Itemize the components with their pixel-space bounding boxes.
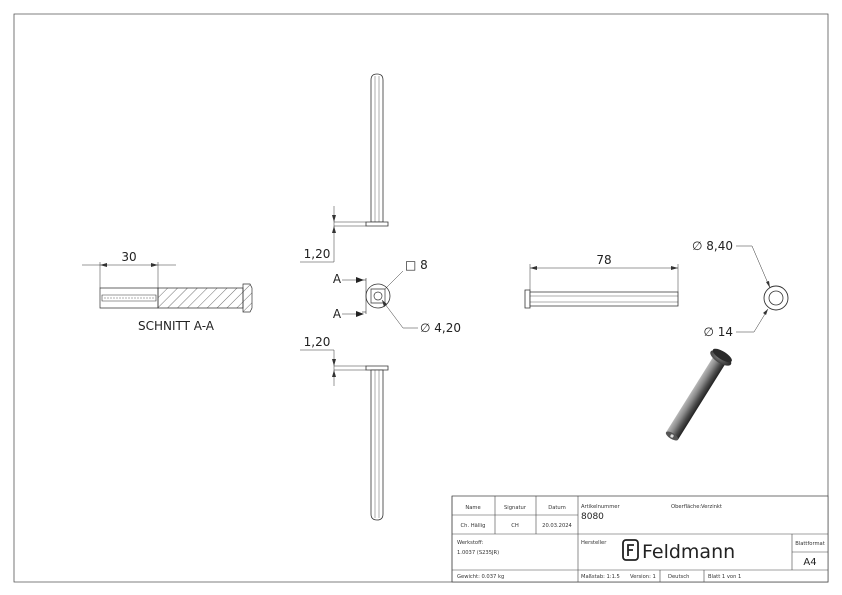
scale: Maßstab: 1:1.5 xyxy=(581,574,620,580)
article-label: Artikelnummer xyxy=(581,504,620,510)
cut-marker-bottom: A xyxy=(333,307,342,321)
version: Version: 1 xyxy=(630,574,656,580)
header-signature: Signatur xyxy=(504,505,527,511)
material-label: Werkstoff: xyxy=(457,540,484,546)
format-value: A4 xyxy=(803,557,816,568)
feldmann-logo: Feldmann xyxy=(623,540,735,563)
drawer-signature: CH xyxy=(511,523,519,529)
end-view: A A □ 8 ∅ 4,20 xyxy=(333,258,461,335)
top-pin-view: 1,20 xyxy=(300,74,388,262)
surface-value: Verzinkt xyxy=(701,504,722,510)
pin-3d-render xyxy=(665,348,732,441)
top-offset-dim: 1,20 xyxy=(304,247,331,261)
bore-dia-dim: ∅ 4,20 xyxy=(420,321,461,335)
drawer-name: Ch. Hällig xyxy=(461,523,486,529)
inner-dia-dim: ∅ 8,40 xyxy=(692,239,733,253)
side-view: 78 xyxy=(525,253,678,308)
header-date: Datum xyxy=(548,505,566,511)
bottom-pin-view: 1,20 xyxy=(300,335,388,520)
cut-marker-top: A xyxy=(333,272,342,286)
sheet-number: Blatt 1 von 1 xyxy=(708,574,741,580)
sheet-border xyxy=(14,14,828,582)
surface-label: Oberfläche: xyxy=(671,504,701,510)
ring-view: ∅ 8,40 ∅ 14 xyxy=(692,239,788,339)
article-number: 8080 xyxy=(581,512,604,522)
material-value: 1.0037 (S235JR) xyxy=(457,550,499,556)
format-label: Blattformat xyxy=(795,541,825,547)
weight: Gewicht: 0.037 kg xyxy=(457,574,504,580)
section-title: SCHNITT A-A xyxy=(138,319,215,333)
outer-dia-dim: ∅ 14 xyxy=(703,325,733,339)
square-size-dim: □ 8 xyxy=(405,258,428,272)
section-view: 30 SCHNITT A-A xyxy=(82,250,252,333)
maker-label: Hersteller xyxy=(581,540,607,546)
total-length-dim: 78 xyxy=(596,253,611,267)
bottom-offset-dim: 1,20 xyxy=(304,335,331,349)
section-length-dim: 30 xyxy=(121,250,136,264)
title-block: Name Signatur Datum Ch. Hällig CH 20.03.… xyxy=(452,496,828,582)
header-name: Name xyxy=(465,505,480,511)
language: Deutsch xyxy=(668,574,689,580)
logo-wordmark: Feldmann xyxy=(642,541,735,563)
drawing-date: 20.03.2024 xyxy=(542,523,572,529)
